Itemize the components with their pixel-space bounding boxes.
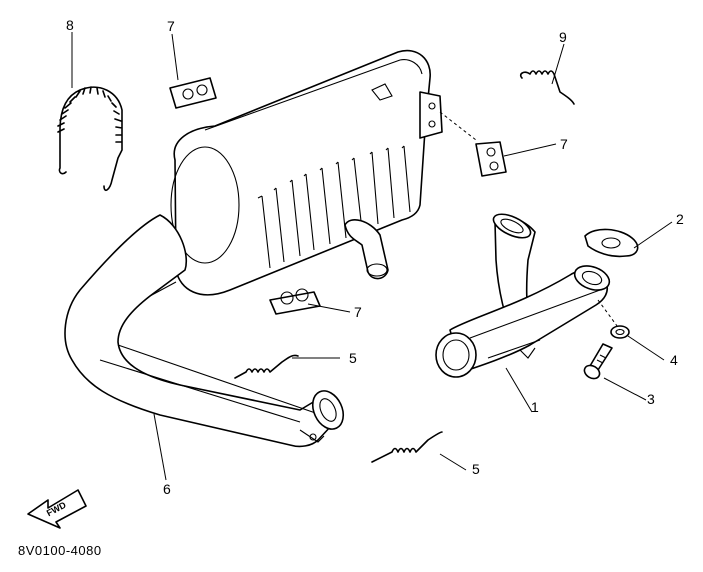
washer-icon (610, 325, 630, 339)
callout-7-right: 7 (560, 136, 568, 152)
spring-icon (234, 354, 299, 379)
spring-icon (519, 70, 575, 105)
fwd-arrow-icon (27, 489, 87, 529)
callout-7-mid: 7 (354, 304, 362, 320)
callout-4: 4 (670, 352, 678, 368)
callout-1: 1 (531, 399, 539, 415)
exhaust-pipe-icon (435, 213, 611, 378)
callout-2: 2 (676, 211, 684, 227)
gasket-icon (584, 228, 639, 258)
drawing-code: 8V0100-4080 (18, 543, 102, 558)
bracket-icon (169, 77, 217, 109)
callout-5-lower: 5 (472, 461, 480, 477)
callout-5-upper: 5 (349, 350, 357, 366)
callout-3: 3 (647, 391, 655, 407)
spring-icon (57, 86, 123, 192)
callout-8: 8 (66, 17, 74, 33)
bracket-icon (269, 288, 321, 315)
callout-7-top: 7 (167, 18, 175, 34)
callout-9: 9 (559, 29, 567, 45)
callout-6: 6 (163, 481, 171, 497)
spring-icon (371, 431, 443, 463)
bracket-icon (475, 141, 507, 177)
muffler-icon (64, 49, 443, 448)
bolt-icon (583, 343, 613, 380)
